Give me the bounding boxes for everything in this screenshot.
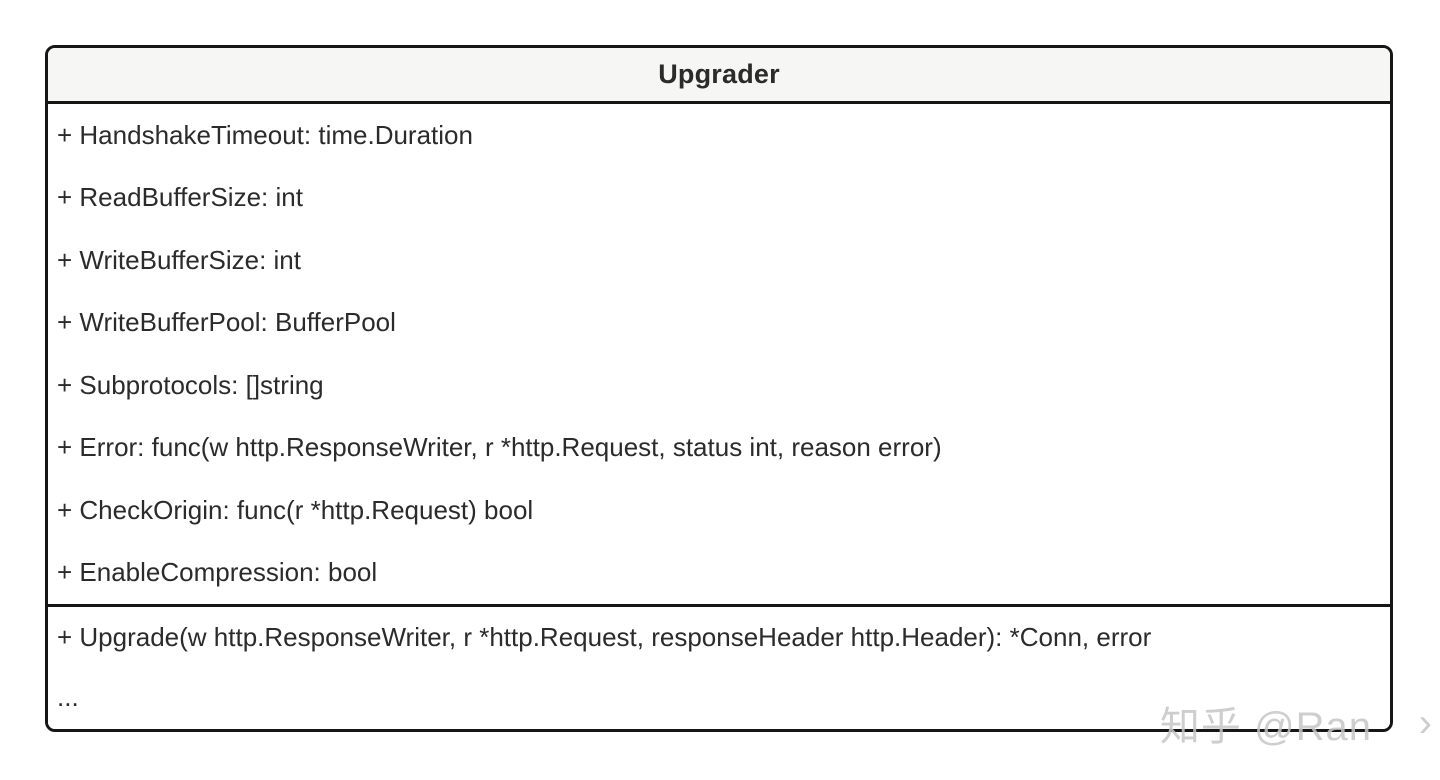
field-row: + WriteBufferSize: int	[48, 229, 1390, 292]
class-methods-section: + Upgrade(w http.ResponseWriter, r *http…	[48, 607, 1390, 729]
field-row: + CheckOrigin: func(r *http.Request) boo…	[48, 479, 1390, 542]
field-text: + WriteBufferSize: int	[57, 244, 301, 275]
field-row: + WriteBufferPool: BufferPool	[48, 292, 1390, 355]
method-ellipsis: ...	[57, 681, 79, 712]
class-title: Upgrader	[658, 59, 780, 89]
field-row: + Error: func(w http.ResponseWriter, r *…	[48, 417, 1390, 480]
field-row: + Subprotocols: []string	[48, 354, 1390, 417]
field-text: + CheckOrigin: func(r *http.Request) boo…	[57, 494, 534, 525]
field-row: + HandshakeTimeout: time.Duration	[48, 104, 1390, 167]
field-text: + Error: func(w http.ResponseWriter, r *…	[57, 432, 942, 463]
watermark-arrow-icon: ›	[1418, 701, 1432, 745]
class-title-bar: Upgrader	[48, 48, 1390, 104]
field-text: + WriteBufferPool: BufferPool	[57, 307, 396, 338]
uml-class-box-upgrader: Upgrader + HandshakeTimeout: time.Durati…	[45, 45, 1393, 732]
method-row: ...	[48, 667, 1390, 727]
field-text: + Subprotocols: []string	[57, 369, 324, 400]
field-row: + EnableCompression: bool	[48, 542, 1390, 605]
method-text: + Upgrade(w http.ResponseWriter, r *http…	[57, 621, 1152, 652]
method-row: + Upgrade(w http.ResponseWriter, r *http…	[48, 607, 1390, 667]
field-text: + EnableCompression: bool	[57, 557, 378, 588]
class-fields-section: + HandshakeTimeout: time.Duration + Read…	[48, 104, 1390, 607]
field-text: + ReadBufferSize: int	[57, 182, 303, 213]
field-row: + ReadBufferSize: int	[48, 167, 1390, 230]
field-text: + HandshakeTimeout: time.Duration	[57, 119, 473, 150]
